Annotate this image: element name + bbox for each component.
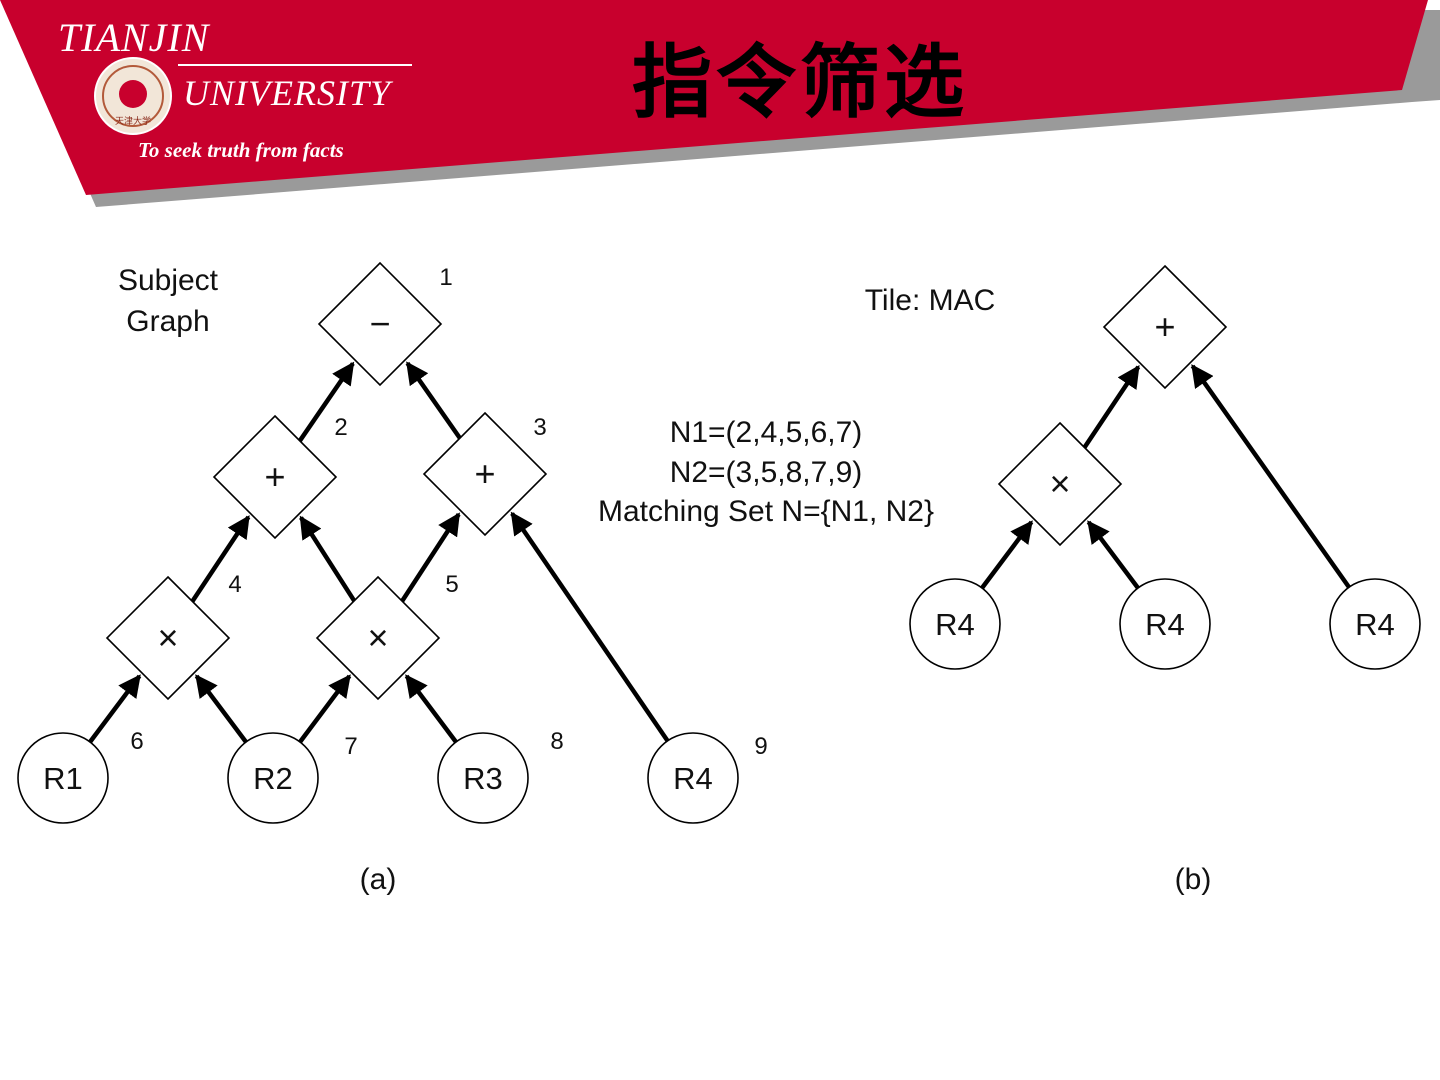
register-node-8: R3 — [437, 732, 529, 824]
tile-graph-nodes: + × R4 R4 R4 — [909, 264, 1421, 670]
circle-shape — [1329, 578, 1421, 670]
node-label: R2 — [253, 761, 293, 796]
circle-shape — [17, 732, 109, 824]
register-node-b5: R4 — [1329, 578, 1421, 670]
matching-line3: Matching Set N={N1, N2} — [598, 495, 934, 528]
diamond-shape — [315, 575, 441, 701]
register-node-b4: R4 — [1119, 578, 1211, 670]
seal-text: 天津大学 — [115, 115, 151, 126]
edge-b2-to-b1 — [1082, 365, 1141, 449]
node-label: × — [367, 617, 388, 658]
node-number-5: 5 — [445, 571, 458, 598]
caption-a: (a) — [360, 863, 397, 896]
node-label: R4 — [1145, 607, 1185, 642]
university-name-line2: UNIVERSITY — [183, 73, 391, 113]
university-seal: 天津大学 — [94, 57, 172, 135]
edge-b3-to-b2 — [980, 520, 1034, 590]
register-node-7: R2 — [227, 732, 319, 824]
node-number-6: 6 — [130, 728, 143, 755]
circle-shape — [437, 732, 529, 824]
node-label: + — [264, 456, 285, 497]
node-number-4: 4 — [228, 571, 241, 598]
edge-7-to-5 — [298, 674, 352, 744]
seal-center — [119, 80, 147, 108]
node-number-7: 7 — [344, 733, 357, 760]
edge-2-to-1 — [297, 361, 355, 443]
node-label: R3 — [463, 761, 503, 796]
edge-7-to-4 — [194, 674, 248, 744]
node-number-9: 9 — [754, 733, 767, 760]
node-number-3: 3 — [533, 414, 546, 441]
tile-graph-edges — [980, 364, 1351, 590]
edge-5-to-2 — [299, 515, 357, 603]
diamond-shape — [212, 414, 338, 540]
node-label: R1 — [43, 761, 83, 796]
header-banner: 天津大学 — [0, 0, 1440, 207]
edge-b4-to-b2 — [1086, 520, 1140, 590]
operator-node-3: + — [422, 411, 548, 537]
matching-set-text: N1=(2,4,5,6,7) N2=(3,5,8,7,9) Matching S… — [598, 416, 934, 528]
subject-graph-edges — [88, 361, 670, 744]
node-number-8: 8 — [550, 728, 563, 755]
matching-line2: N2=(3,5,8,7,9) — [670, 456, 863, 489]
subject-graph-label-line1: Subject — [118, 264, 219, 297]
node-label: × — [157, 617, 178, 658]
operator-node-1: − — [317, 261, 443, 387]
university-motto: To seek truth from facts — [138, 138, 344, 162]
node-number-2: 2 — [334, 414, 347, 441]
diamond-shape — [997, 421, 1123, 547]
register-node-6: R1 — [17, 732, 109, 824]
node-label: R4 — [935, 607, 975, 642]
tile-label: Tile: MAC — [865, 284, 996, 317]
register-node-9: R4 — [647, 732, 739, 824]
operator-node-b2: × — [997, 421, 1123, 547]
subject-graph-nodes: − 1 +2 +3 × 4 × 5R1 6R2 7R3 8R4 9 — [17, 261, 768, 824]
banner-band — [0, 0, 1428, 195]
edge-9-to-3 — [510, 511, 670, 743]
diamond-shape — [1102, 264, 1228, 390]
university-name-line1: TIANJIN — [58, 15, 210, 60]
node-number-1: 1 — [439, 264, 452, 291]
caption-b: (b) — [1175, 863, 1212, 896]
circle-shape — [1119, 578, 1211, 670]
node-label: − — [369, 303, 390, 344]
register-node-b3: R4 — [909, 578, 1001, 670]
diamond-shape — [422, 411, 548, 537]
edge-b5-to-b1 — [1190, 364, 1351, 589]
node-label: R4 — [673, 761, 713, 796]
tile-graph: Tile: MAC + × R4 R4 R4 (b) — [865, 264, 1421, 896]
edge-4-to-2 — [190, 515, 251, 603]
operator-node-5: × — [315, 575, 441, 701]
circle-shape — [227, 732, 319, 824]
subject-graph-label-line2: Graph — [126, 305, 209, 338]
edge-6-to-4 — [88, 674, 142, 744]
edge-5-to-3 — [400, 512, 461, 603]
circle-shape — [647, 732, 739, 824]
logo-divider — [178, 64, 412, 66]
node-label: + — [1154, 306, 1175, 347]
edge-3-to-1 — [405, 361, 462, 440]
operator-node-4: × — [105, 575, 231, 701]
diamond-shape — [105, 575, 231, 701]
node-label: R4 — [1355, 607, 1395, 642]
matching-line1: N1=(2,4,5,6,7) — [670, 416, 863, 449]
diamond-shape — [317, 261, 443, 387]
operator-node-2: + — [212, 414, 338, 540]
edge-8-to-5 — [404, 674, 458, 744]
slide-title: 指令筛选 — [632, 36, 968, 129]
operator-node-b1: + — [1102, 264, 1228, 390]
circle-shape — [909, 578, 1001, 670]
subject-graph: Subject Graph − 1 +2 +3 × 4 × 5R1 6R2 7R3 8R4 9 (a) — [17, 261, 768, 896]
seal-inner-ring — [102, 65, 164, 127]
node-label: × — [1049, 463, 1070, 504]
node-label: + — [474, 453, 495, 494]
